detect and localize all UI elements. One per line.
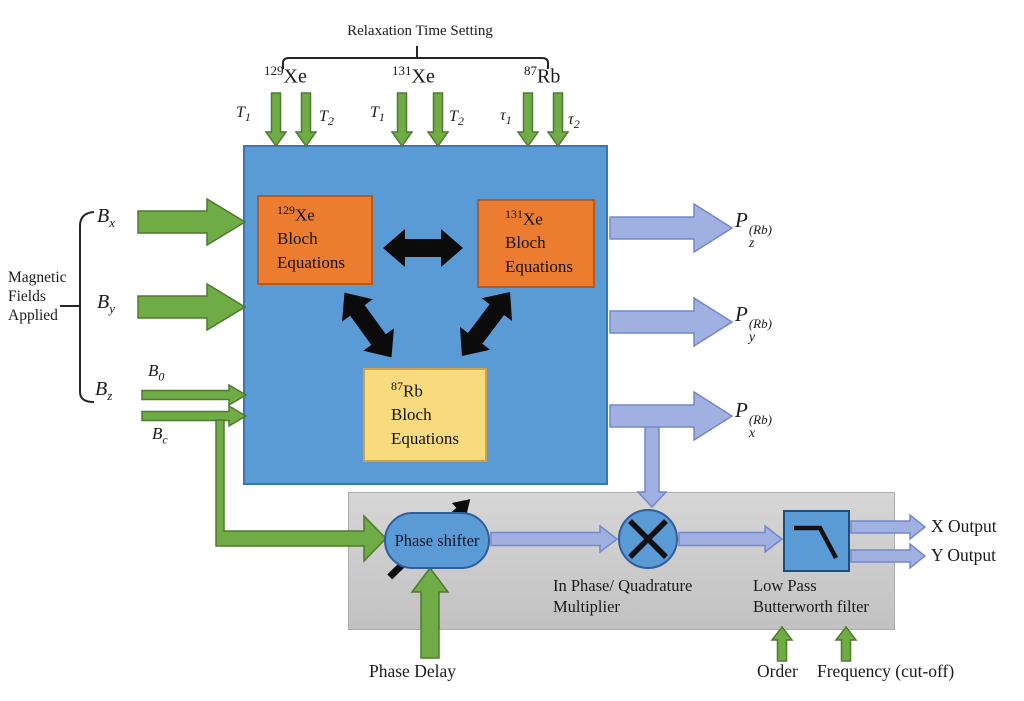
- bz-label: Bz: [95, 378, 113, 403]
- filter-label-line2: Butterworth filter: [753, 597, 869, 616]
- t2-label-xe131: T2: [449, 108, 464, 129]
- low-pass-filter-icon: [794, 525, 838, 560]
- px-output-arrow: [609, 390, 734, 442]
- multiplier-block: [618, 509, 678, 569]
- t1-label-xe131: T1: [370, 104, 385, 125]
- pz-output-arrow: [609, 202, 734, 254]
- bloch-block-xe129: 129Xe Bloch Equations: [257, 195, 373, 285]
- bc-branch-elbow-arrow: [215, 419, 388, 563]
- tau2-rb87-arrow: [546, 92, 570, 148]
- t2-xe131-arrow: [426, 92, 450, 148]
- bc-label: Bc: [152, 424, 168, 447]
- low-pass-filter-block: [783, 510, 850, 572]
- xe129-xe131-coupling-arrow: [383, 229, 463, 267]
- filter-label: Low Pass Butterworth filter: [753, 575, 869, 617]
- py-output-label: P(Rb)y: [735, 302, 772, 345]
- block-line: Equations: [391, 429, 459, 449]
- x-output-label: X Output: [931, 516, 997, 536]
- relaxation-bracket: [282, 46, 549, 69]
- px-branch-down-arrow: [636, 423, 668, 509]
- t2-xe129-arrow: [294, 92, 318, 148]
- bloch-block-xe131: 131Xe Bloch Equations: [477, 199, 595, 288]
- tau1-rb87-arrow: [516, 92, 540, 148]
- xe129-rb87-coupling-arrow: [342, 292, 394, 358]
- frequency-arrow: [834, 625, 858, 662]
- block-line: Bloch: [391, 405, 432, 425]
- isotope-label-xe131: 131Xe: [392, 63, 435, 88]
- phase-delay-arrow: [410, 566, 450, 659]
- phase-shifter-label: Phase shifter: [394, 530, 480, 550]
- block-line: Equations: [277, 253, 345, 273]
- t2-label-xe129: T2: [319, 108, 334, 129]
- applied-line: Applied: [8, 307, 58, 324]
- x-output-arrow: [850, 513, 927, 541]
- block-line: Bloch: [505, 233, 546, 253]
- magnetic-fields-brace: [60, 211, 95, 403]
- y-output-label: Y Output: [931, 545, 996, 565]
- multiplier-label-line2: Multiplier: [553, 597, 620, 616]
- by-label: By: [97, 291, 115, 316]
- bx-input-arrow: [137, 197, 247, 247]
- phase-to-multiplier-arrow: [490, 524, 619, 554]
- isotope-label-xe129: 129Xe: [264, 63, 307, 88]
- order-arrow: [770, 625, 794, 662]
- xe131-rb87-coupling-arrow: [459, 292, 513, 356]
- multiplier-to-filter-arrow: [678, 524, 784, 554]
- phase-delay-label: Phase Delay: [369, 661, 456, 681]
- block-line: Bloch: [277, 229, 318, 249]
- block-isotope: 131Xe: [505, 207, 543, 229]
- block-line: Equations: [505, 257, 573, 277]
- fields-line: Fields: [8, 288, 46, 305]
- tau2-label-rb87: τ2: [568, 111, 580, 132]
- magnetic-fields-applied-label: Magnetic Fields Applied: [8, 268, 67, 325]
- t1-xe129-arrow: [264, 92, 288, 148]
- b0-input-arrow: [141, 383, 248, 407]
- multiply-icon: [628, 519, 668, 559]
- filter-label-line1: Low Pass: [753, 576, 817, 595]
- pz-output-label: P(Rb)z: [735, 208, 772, 251]
- phase-shifter-block: Phase shifter: [384, 512, 490, 569]
- order-label: Order: [757, 661, 798, 681]
- isotope-label-rb87: 87Rb: [524, 63, 561, 88]
- bx-label: Bx: [97, 205, 115, 230]
- y-output-arrow: [850, 542, 927, 570]
- multiplier-label-line1: In Phase/ Quadrature: [553, 576, 693, 595]
- multiplier-label: In Phase/ Quadrature Multiplier: [553, 575, 692, 617]
- magnetic-line: Magnetic: [8, 269, 67, 286]
- by-input-arrow: [137, 282, 247, 332]
- t1-label-xe129: T1: [236, 104, 251, 125]
- px-output-label: P(Rb)x: [735, 398, 772, 441]
- frequency-cutoff-label: Frequency (cut-off): [817, 661, 955, 681]
- bloch-block-rb87: 87Rb Bloch Equations: [363, 368, 487, 462]
- block-isotope: 129Xe: [277, 203, 315, 225]
- bc-input-arrow: [141, 404, 248, 428]
- block-isotope: 87Rb: [391, 379, 423, 401]
- py-output-arrow: [609, 296, 734, 348]
- relaxation-time-setting-label: Relaxation Time Setting: [347, 23, 493, 39]
- t1-xe131-arrow: [390, 92, 414, 148]
- b0-label: B0: [148, 361, 165, 384]
- tau1-label-rb87: τ1: [500, 107, 512, 128]
